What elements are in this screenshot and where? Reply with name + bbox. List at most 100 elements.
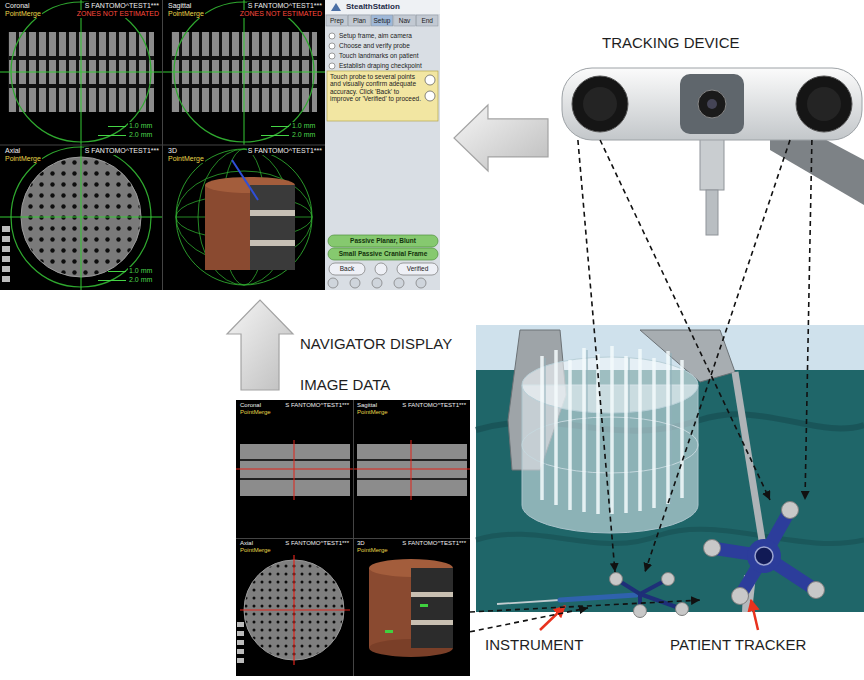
tab-label: Prep <box>329 17 345 24</box>
phantom-photo <box>587 350 588 512</box>
step-text: Establish draping checkpoint <box>338 62 423 69</box>
mode-label: PointMerge <box>356 409 389 416</box>
3d-view <box>250 240 295 246</box>
coronal-view <box>0 72 162 73</box>
coronal-view <box>240 444 350 496</box>
part-label: PATIENT TRACKER <box>668 636 808 654</box>
side-panel <box>328 278 338 288</box>
mode-label: PointMerge <box>239 547 272 554</box>
patient-tracker-figure <box>704 502 825 613</box>
patient-tracker-figure <box>712 510 816 596</box>
tracking-ray <box>470 600 700 612</box>
instrument-box: INSTRUMENT <box>588 572 688 618</box>
image-data-screenshot <box>236 538 470 539</box>
3d-view <box>369 568 453 648</box>
3d-view <box>176 149 312 285</box>
side-panel <box>327 71 438 121</box>
phantom-photo <box>680 360 684 498</box>
phantom-photo <box>610 346 614 514</box>
view-label: S FANTOMO^TEST1*** <box>284 402 350 409</box>
flow-arrow <box>454 105 548 171</box>
side-panel <box>331 3 341 11</box>
tracking-camera <box>583 87 617 121</box>
side-panel <box>371 15 393 26</box>
flow-arrow <box>227 300 293 390</box>
phantom-photo <box>629 358 630 513</box>
tracking-camera <box>562 68 864 235</box>
phantom-photo <box>638 349 642 511</box>
step-text: Setup frame, aim camera <box>338 32 413 39</box>
axial-view <box>2 276 10 282</box>
sagittal-view <box>353 440 470 500</box>
tracking-ray <box>645 140 790 572</box>
instrument-figure <box>634 605 647 618</box>
coronal-view <box>240 459 350 461</box>
axial-view <box>0 217 162 218</box>
navigator-screenshot <box>0 0 440 290</box>
axial-view <box>2 266 10 272</box>
view-label: S FANTOMO^TEST1*** <box>284 540 350 547</box>
warning-text: ZONES NOT ESTIMATED <box>76 10 160 18</box>
tab-label: End <box>420 17 434 24</box>
patient-tracker-figure <box>732 588 749 605</box>
tracker-box: PATIENT TRACKER <box>700 500 825 610</box>
view-label: 3D <box>167 147 178 155</box>
side-panel <box>350 278 360 288</box>
mode-label: PointMerge <box>356 547 389 554</box>
view-label: S FANTOMO^TEST1*** <box>401 540 467 547</box>
coronal-view <box>294 440 295 500</box>
part-label: TRACKING DEVICE <box>600 34 742 52</box>
coronal-view <box>98 135 126 136</box>
3d-view <box>385 630 393 633</box>
view-label: Sagittal <box>356 402 378 409</box>
side-panel <box>329 43 335 49</box>
tracking-camera <box>698 90 726 118</box>
patient-tracker-figure <box>747 539 781 573</box>
phantom-photo <box>735 372 762 540</box>
phantom-photo <box>666 351 670 504</box>
3d-view <box>250 210 295 216</box>
warning-text: ZONES NOT ESTIMATED <box>239 10 323 18</box>
axial-view <box>108 271 126 272</box>
tracking-camera <box>707 99 717 109</box>
coronal-view <box>236 440 353 500</box>
phantom-photo <box>540 356 544 500</box>
view-divider <box>0 145 325 146</box>
view-label: S FANTOMO^TEST1*** <box>84 2 160 10</box>
3d-view <box>411 620 453 625</box>
tracking-camera <box>562 68 862 140</box>
side-panel <box>325 0 440 290</box>
side-panel <box>329 53 335 59</box>
side-panel <box>416 278 426 288</box>
scale-label: 1.0 mm <box>128 122 153 130</box>
tracking-camera <box>700 135 724 190</box>
view-label: S FANTOMO^TEST1*** <box>84 147 160 155</box>
axial-view <box>2 256 10 262</box>
axial-view <box>237 649 244 654</box>
tab-label: Setup <box>373 17 392 24</box>
view-label: S FANTOMO^TEST1*** <box>247 147 323 155</box>
tracking-camera <box>807 87 841 121</box>
3d-view <box>232 160 258 200</box>
part-label: INSTRUMENT <box>483 636 585 654</box>
scale-label: 2.0 mm <box>291 131 316 139</box>
axial-view <box>237 631 244 636</box>
phantom-photo <box>542 346 682 514</box>
tab-label: Nav <box>398 17 412 24</box>
phantom-photo <box>624 356 628 513</box>
mode-label: PointMerge <box>167 10 205 18</box>
coronal-view <box>108 126 126 127</box>
side-panel <box>425 91 435 101</box>
side-panel <box>394 15 416 26</box>
phantom-photo <box>652 358 656 508</box>
side-panel <box>349 15 371 26</box>
phantom-photo <box>568 360 572 510</box>
side-panel <box>328 248 438 260</box>
part-label: IMAGE DATA <box>298 376 392 394</box>
step-text: Touch landmarks on patient <box>338 52 420 59</box>
patient-tracker-figure <box>755 547 773 565</box>
instrument-figure <box>560 595 636 600</box>
3d-view <box>411 592 453 597</box>
scale-label: 1.0 mm <box>291 122 316 130</box>
view-label: 3D <box>356 540 366 547</box>
